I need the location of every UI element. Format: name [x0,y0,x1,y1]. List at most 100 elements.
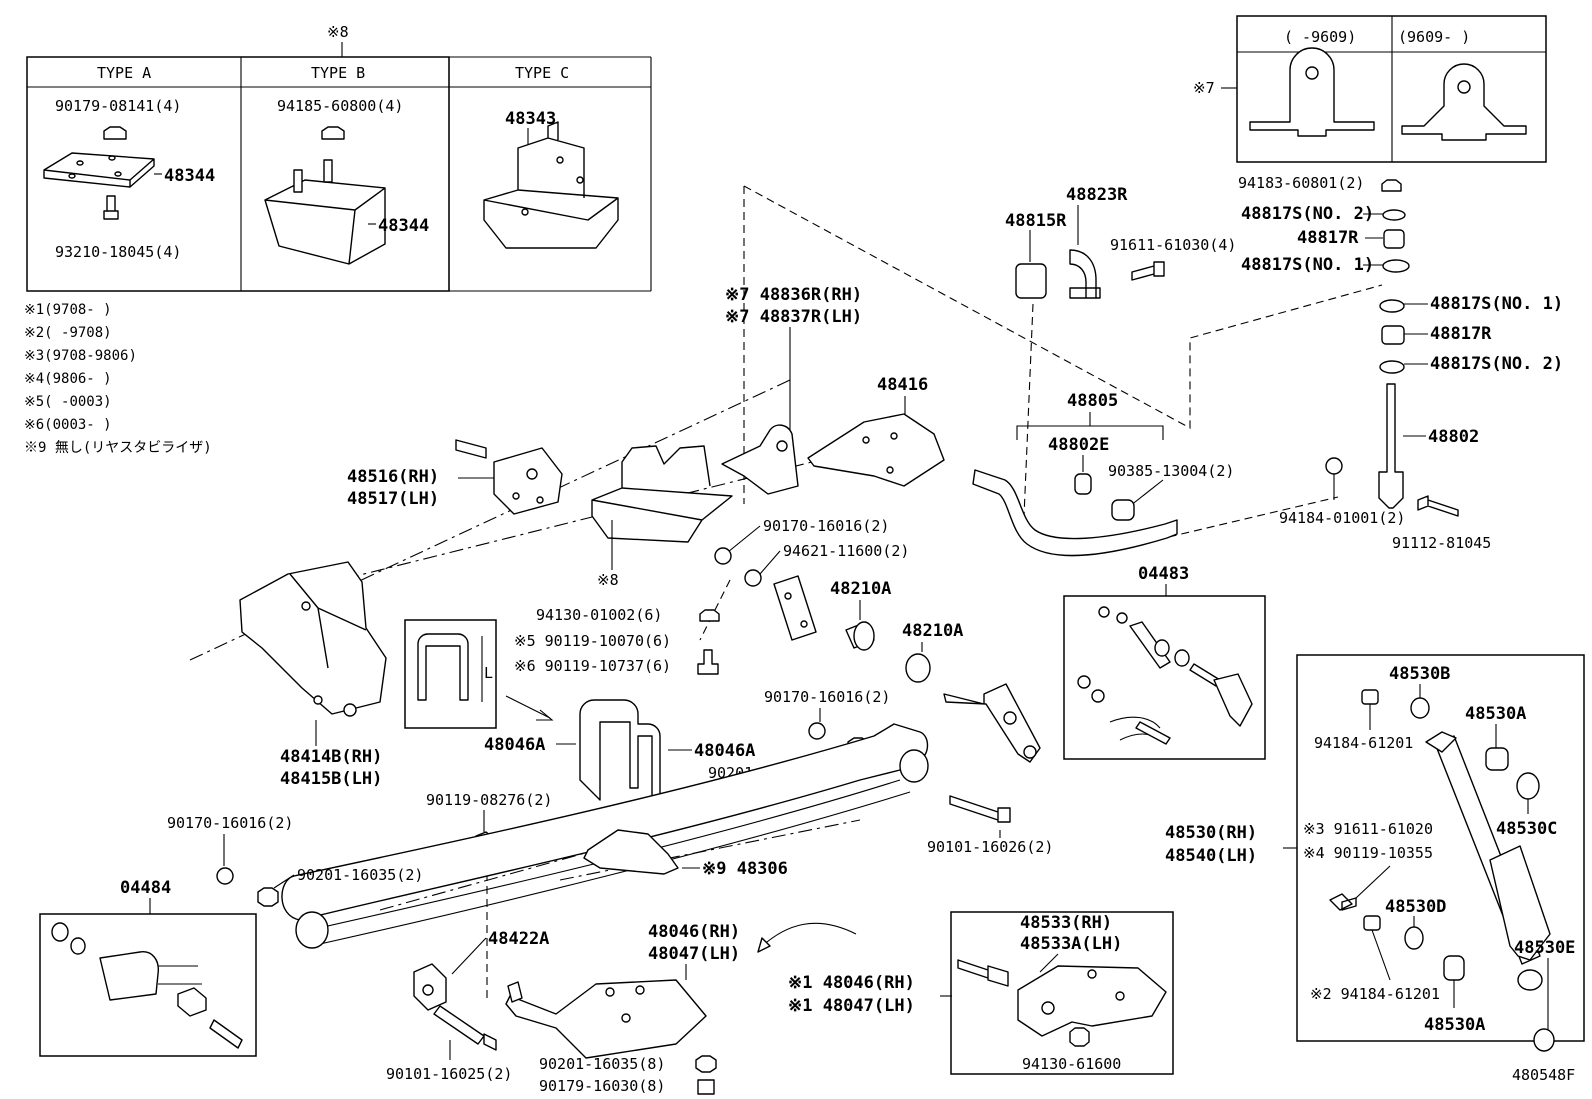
seat-48533-icon [1017,965,1167,1037]
label-48530RH: 48530(RH) [1165,823,1257,843]
label-48046A-b: 48046A [694,741,755,761]
washer-48817S-no1-top-icon [1382,259,1410,273]
shock-absorber-kit: 48530(RH) 48540(LH) 48530B 94184-61201 4… [1165,654,1585,1052]
label-48047LH-s1: ※1 48047(LH) [788,996,915,1016]
bushing-48210A-b-icon [905,653,931,683]
u-bolt-detail-box [404,619,497,729]
label-48414B: 48414B(RH) [280,747,382,767]
label-48306: ※9 48306 [702,859,788,879]
bracket-48416-icon [807,413,945,487]
notes-list: ※1(9708- ) ※2( -9708) ※3(9708-9806) ※4(9… [24,302,212,456]
label-90170-16016-a: 90170-16016(2) [763,517,889,535]
type-a-plate-icon [43,152,155,188]
nut-94183-icon [1381,179,1402,192]
type-table: ※8 TYPE A TYPE B TYPE C 90179-08141(4) 4… [26,23,652,292]
type-table-marker: ※8 [327,23,349,41]
type-a-nut-label: 90179-08141(4) [55,97,181,115]
label-48802: 48802 [1428,427,1479,447]
note-2: ※2( -9708) [24,325,112,341]
spring-seat-48046-icon [505,979,707,1059]
label-48422A: 48422A [488,929,549,949]
label-90119-10070: ※5 90119-10070(6) [514,632,671,650]
center-fasteners: 90170-16016(2) 94621-11600(2) 48210A 482… [514,517,1053,856]
kit-04484-box [39,913,257,1057]
bolt-91611-icon [1131,261,1165,281]
bushing-48802E-icon [1074,473,1092,495]
label-48530A-bot: 48530A [1424,1015,1485,1035]
kit-04483-box [1063,595,1266,760]
type-c-bracket-icon [483,121,619,249]
label-48837R: ※7 48837R(LH) [725,307,862,327]
label-90170-16016-c: 90170-16016(2) [167,814,293,832]
label-48415B: 48415B(LH) [280,769,382,789]
label-48533RH: 48533(RH) [1020,913,1112,933]
label-91611-61030: 91611-61030(4) [1110,236,1236,254]
label-48817S-no2-bot: 48817S(NO. 2) [1430,354,1563,374]
nut-94184-61201-icon [1361,689,1379,705]
label-90201-16035-c: 90201-16035(8) [539,1055,665,1073]
label-48817S-no1-top: 48817S(NO. 1) [1241,255,1374,275]
type-a-bolt-label: 93210-18045(4) [55,243,181,261]
nut-90201-b-icon [257,887,279,907]
label-48817R-top: 48817R [1297,228,1359,248]
note-5: ※5( -0003) [24,394,112,410]
bracket-48414B-icon [239,561,387,715]
type-b-bracket-icon [264,179,386,265]
label-94184-61201: 94184-61201 [1314,734,1413,752]
plate-48210A-icon [773,575,817,641]
label-04483: 04483 [1138,564,1189,584]
label-94130-01002: 94130-01002(6) [536,606,662,624]
label-48517: 48517(LH) [347,489,439,509]
label-91611-61020: ※3 91611-61020 [1303,820,1433,838]
nut-90179-16030-icon [697,1079,715,1095]
label-90101-16025: 90101-16025(2) [386,1065,512,1083]
label-48817R-bot: 48817R [1430,324,1492,344]
bracket-new-icon [1401,63,1527,141]
label-48817S-no1-bot: 48817S(NO. 1) [1430,294,1563,314]
label-48823R: 48823R [1066,185,1128,205]
variant-table-marker: ※7 [1193,79,1215,97]
kit-04483: 04483 [1063,564,1266,760]
label-mark8: ※8 [597,571,619,589]
leaf-spring-icon [281,723,929,921]
nut-94184-01001-icon [1325,457,1343,475]
u-bolt-48046A-icon [579,699,661,807]
cushion-48530B-icon [1410,697,1430,719]
washer-48817S-no1-bot-icon [1379,299,1405,313]
cushion-48530D-icon [1404,926,1424,950]
type-b-bracket-label: 48344 [378,216,429,236]
label-94184-61201-s2: ※2 94184-61201 [1310,985,1440,1003]
label-90385-13004: 90385-13004(2) [1108,462,1234,480]
label-48047LH: 48047(LH) [648,944,740,964]
note-4: ※4(9806- ) [24,371,112,387]
type-a-bolt-icon [103,195,119,220]
bracket-48836R-icon [721,424,799,495]
stabilizer-bushing-icon [1015,263,1047,299]
label-90170-16016-b: 90170-16016(2) [764,688,890,706]
diagram-id: 480548F [1512,1066,1575,1084]
variant-header-old: ( -9609) [1284,28,1356,46]
type-a-plate-label: 48344 [164,166,215,186]
bushing-48817R-top-icon [1383,229,1405,249]
label-91112-81045: 91112-81045 [1392,534,1491,552]
bracket-seat-icon [591,445,733,543]
label-90101-16026: 90101-16026(2) [927,838,1053,856]
label-48817S-no2-top: 48817S(NO. 2) [1241,204,1374,224]
note-1: ※1(9708- ) [24,302,112,318]
bolt-48533-icon [957,959,1009,987]
flow-arrow-icon [759,922,857,949]
label-48516: 48516(RH) [347,467,439,487]
type-c-bracket-label: 48343 [505,109,556,129]
washer-48817S-no2-top-icon [1382,209,1406,221]
nut-94130-01002-icon [699,609,720,622]
note-9: ※9 無し(リヤスタビライザ) [24,440,212,456]
type-b-nut-icon [321,126,345,140]
type-c-header: TYPE C [515,64,569,82]
label-90201-16035-b: 90201-16035(2) [297,866,423,884]
bolt-91112-icon [1417,495,1459,517]
washer-48817S-no2-bot-icon [1379,360,1405,374]
label-48416: 48416 [877,375,928,395]
nut-94184-61201-s2-icon [1363,915,1381,931]
bushing-90385-icon [1111,499,1135,521]
